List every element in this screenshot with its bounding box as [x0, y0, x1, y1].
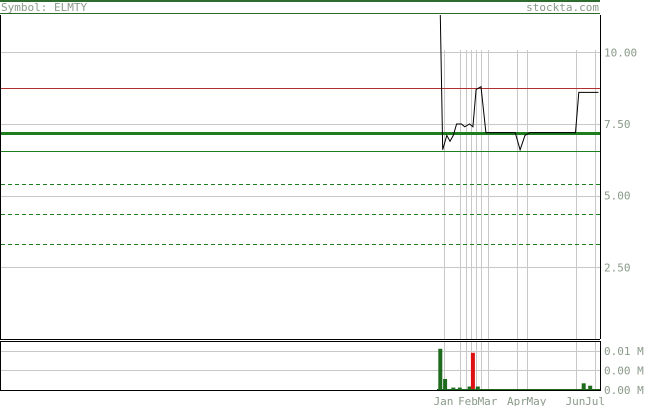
volume-bars — [437, 348, 600, 390]
price-levels — [1, 88, 600, 245]
month-label-jun: Jun — [566, 395, 586, 406]
volume-frame — [0, 341, 601, 391]
price-line-0 — [439, 14, 599, 152]
symbol-label: Symbol: ELMTY — [1, 1, 87, 14]
price-tick-label-3: 2.50 — [604, 261, 631, 274]
volume-y-axis: 0.01 M 0.00 M 0.00 M — [604, 345, 644, 397]
volume-bar-6 — [475, 386, 480, 390]
volume-tick-label-1: 0.00 M — [604, 364, 644, 377]
volume-frame-box — [0, 341, 601, 391]
price-series — [439, 14, 599, 152]
month-label-apr: Apr — [507, 395, 527, 406]
volume-grid — [1, 341, 600, 391]
month-label-may: May — [526, 395, 546, 406]
volume-bar-8 — [588, 385, 593, 390]
volume-bar-2 — [451, 387, 456, 390]
volume-bar-1 — [443, 379, 448, 390]
volume-tick-label-0: 0.01 M — [604, 345, 644, 358]
volume-bar-3 — [457, 387, 462, 390]
price-panel: 10.00 7.50 5.00 2.50 — [0, 14, 637, 340]
site-label: stockta.com — [526, 1, 599, 14]
price-frame — [0, 15, 601, 340]
month-label-mar: Mar — [478, 395, 498, 406]
volume-bar-5 — [470, 352, 475, 390]
volume-panel: 0.01 M 0.00 M 0.00 M — [0, 341, 644, 397]
volume-bar-0 — [438, 348, 443, 390]
price-tick-label-1: 7.50 — [604, 118, 631, 131]
volume-bar-7 — [581, 383, 586, 390]
volume-tick-label-2: 0.00 M — [604, 384, 644, 397]
price-grid — [1, 50, 600, 339]
price-tick-label-2: 5.00 — [604, 190, 631, 203]
header-rules — [0, 0, 600, 14]
month-label-jan: Jan — [434, 395, 454, 406]
price-y-axis: 10.00 7.50 5.00 2.50 — [604, 46, 637, 274]
volume-bar-4 — [467, 386, 472, 390]
month-label-feb: Feb — [458, 395, 478, 406]
price-tick-label-0: 10.00 — [604, 46, 637, 59]
month-label-jul: Jul — [585, 395, 605, 406]
